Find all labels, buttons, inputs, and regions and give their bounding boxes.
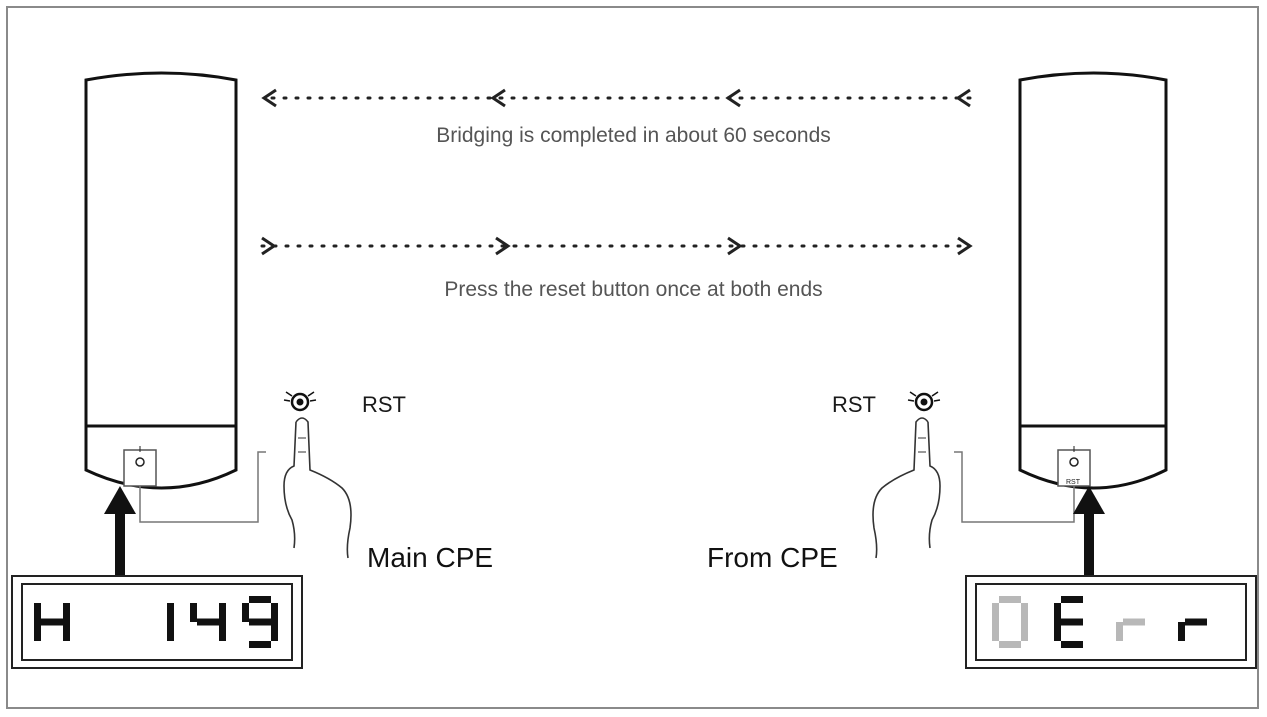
display-digit bbox=[167, 603, 174, 641]
display-digit bbox=[1054, 596, 1083, 648]
display-segment bbox=[1021, 603, 1028, 622]
display-segment bbox=[63, 622, 70, 641]
display-segment bbox=[34, 603, 41, 622]
main-cpe-reset-port bbox=[123, 449, 157, 487]
display-digit bbox=[190, 603, 226, 641]
bridging-arrow bbox=[261, 88, 972, 108]
display-segment bbox=[1054, 622, 1061, 641]
display-segment bbox=[197, 618, 219, 626]
display-segment bbox=[34, 622, 41, 641]
rst-label-right: RST bbox=[832, 392, 876, 417]
main-cpe-display bbox=[11, 575, 303, 669]
from-cpe-reset-port bbox=[1057, 449, 1091, 487]
rst-button-icon-left bbox=[283, 391, 317, 412]
display-segment bbox=[190, 603, 197, 622]
display-segment bbox=[219, 622, 226, 641]
reset-arrow bbox=[260, 236, 973, 256]
rst-label-left: RST bbox=[362, 392, 406, 417]
display-segment bbox=[999, 641, 1021, 648]
display-segment bbox=[1061, 641, 1083, 648]
display-digit bbox=[992, 596, 1028, 648]
display-segment bbox=[1178, 622, 1185, 641]
display-digit bbox=[1178, 618, 1207, 641]
display-digit bbox=[242, 596, 278, 648]
display-segment bbox=[1021, 622, 1028, 641]
display-segment bbox=[167, 603, 174, 622]
display-segment bbox=[1061, 596, 1083, 603]
display-segment bbox=[249, 641, 271, 648]
display-segment bbox=[63, 603, 70, 622]
display-segment bbox=[271, 603, 278, 622]
display-segment bbox=[271, 622, 278, 641]
main-cpe-device bbox=[84, 71, 238, 490]
rst-port-label-right: RST bbox=[1066, 479, 1081, 486]
pressing-hand-left-icon bbox=[283, 417, 352, 559]
display-segment bbox=[249, 596, 271, 603]
from-cpe-display bbox=[965, 575, 1257, 669]
pressing-hand-right-icon bbox=[872, 417, 941, 559]
display-segment bbox=[1116, 622, 1123, 641]
from-cpe-display-digits bbox=[992, 596, 1207, 648]
display-digit bbox=[34, 603, 70, 641]
display-segment bbox=[41, 618, 63, 626]
display-segment bbox=[1054, 603, 1061, 622]
display-segment bbox=[999, 596, 1021, 603]
from-cpe-device bbox=[1018, 71, 1168, 490]
display-segment bbox=[1061, 618, 1083, 626]
display-segment bbox=[167, 622, 174, 641]
display-segment bbox=[992, 603, 999, 622]
rst-button-icon-right bbox=[907, 391, 941, 412]
from-cpe-leader-line bbox=[954, 451, 1075, 523]
press-reset-caption: Press the reset button once at both ends bbox=[444, 278, 823, 301]
display-segment bbox=[249, 618, 271, 626]
main-cpe-display-digits bbox=[34, 596, 278, 648]
display-segment bbox=[242, 603, 249, 622]
main-cpe-pointer-arrow bbox=[104, 486, 136, 576]
from-cpe-pointer-arrow bbox=[1073, 486, 1105, 576]
main-cpe-leader-line bbox=[139, 451, 266, 523]
display-segment bbox=[992, 622, 999, 641]
bridging-caption: Bridging is completed in about 60 second… bbox=[436, 124, 831, 147]
display-segment bbox=[1185, 618, 1207, 626]
from-cpe-label: From CPE bbox=[707, 542, 838, 573]
display-segment bbox=[1123, 618, 1145, 626]
display-digit bbox=[1116, 618, 1145, 641]
main-cpe-label: Main CPE bbox=[367, 542, 494, 573]
display-segment bbox=[219, 603, 226, 622]
